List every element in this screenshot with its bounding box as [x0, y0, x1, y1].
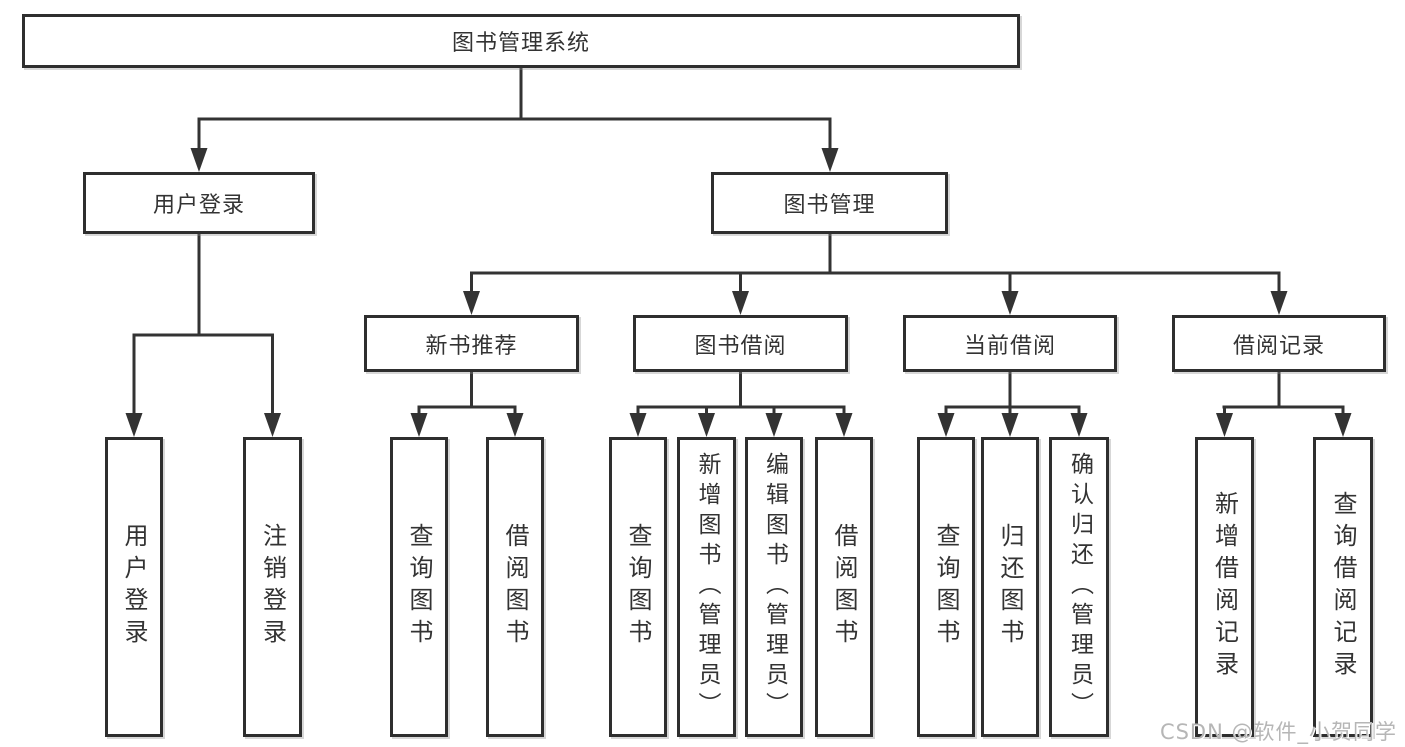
leaf-current-query-label: 查询图书 [932, 523, 960, 651]
leaf-records-add-label: 新增借阅记录 [1210, 491, 1239, 683]
leaf-current-return: 归还图书 [981, 437, 1039, 737]
node-new-book-recommend-label: 新书推荐 [425, 333, 518, 359]
leaf-user-login-label: 用户登录 [120, 523, 148, 651]
node-book-borrow: 图书借阅 [633, 315, 848, 372]
leaf-newbook-query-label: 查询图书 [405, 523, 433, 651]
connector-book-management-to-level3 [463, 232, 1288, 315]
node-current-borrow: 当前借阅 [903, 315, 1117, 372]
leaf-records-query-label: 查询借阅记录 [1329, 491, 1357, 683]
node-current-borrow-label: 当前借阅 [963, 333, 1056, 359]
leaf-logout-label: 注销登录 [258, 523, 287, 651]
connector-borrow-records-to-leaves [1216, 370, 1352, 437]
node-book-management-label: 图书管理 [783, 193, 876, 218]
leaf-borrow-query: 查询图书 [609, 437, 667, 737]
leaf-logout: 注销登录 [243, 437, 302, 737]
node-user-login: 用户登录 [83, 172, 315, 234]
leaf-current-return-label: 归还图书 [996, 523, 1024, 651]
node-root: 图书管理系统 [22, 14, 1020, 68]
leaf-borrow-edit-admin-label: 编辑图书（管理员） [761, 452, 788, 722]
leaf-current-confirm-admin-label: 确认归还（管理员） [1066, 452, 1093, 722]
connector-root-to-level2 [190, 66, 839, 172]
leaf-records-query: 查询借阅记录 [1313, 437, 1373, 737]
node-borrow-records: 借阅记录 [1172, 315, 1386, 372]
node-book-borrow-label: 图书借阅 [694, 333, 787, 359]
connector-user-login-to-leaves [125, 232, 281, 437]
leaf-newbook-borrow: 借阅图书 [486, 437, 544, 737]
leaf-records-add: 新增借阅记录 [1195, 437, 1254, 737]
node-user-login-label: 用户登录 [152, 193, 245, 218]
leaf-borrow-edit-admin: 编辑图书（管理员） [745, 437, 803, 737]
node-new-book-recommend: 新书推荐 [364, 315, 579, 372]
leaf-borrow-add-admin-label: 新增图书（管理员） [694, 452, 720, 722]
leaf-borrow-query-label: 查询图书 [624, 523, 652, 651]
connector-book-borrow-to-leaves [629, 370, 853, 437]
connector-new-book-recommend-to-leaves [410, 370, 524, 437]
leaf-newbook-borrow-label: 借阅图书 [501, 523, 529, 651]
leaf-newbook-query: 查询图书 [390, 437, 448, 737]
node-book-management: 图书管理 [711, 172, 948, 234]
connector-current-borrow-to-leaves [937, 370, 1088, 437]
leaf-current-query: 查询图书 [917, 437, 975, 737]
node-borrow-records-label: 借阅记录 [1232, 333, 1325, 359]
csdn-watermark: CSDN @软件_小贺同学 [1159, 720, 1397, 744]
leaf-current-confirm-admin: 确认归还（管理员） [1049, 437, 1109, 737]
node-root-label: 图书管理系统 [451, 31, 590, 56]
leaf-borrow-book: 借阅图书 [815, 437, 873, 737]
leaf-borrow-book-label: 借阅图书 [830, 523, 858, 651]
leaf-borrow-add-admin: 新增图书（管理员） [677, 437, 736, 737]
leaf-user-login: 用户登录 [105, 437, 163, 737]
